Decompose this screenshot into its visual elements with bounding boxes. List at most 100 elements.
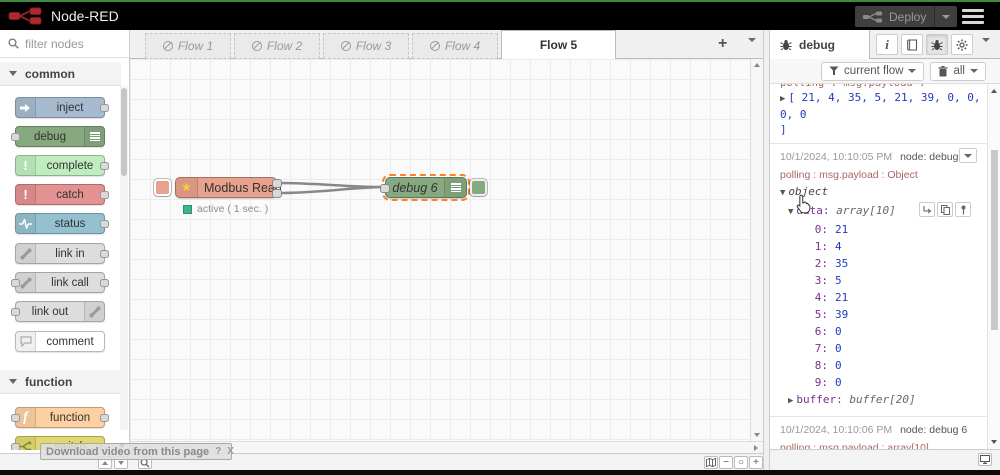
- wire[interactable]: [276, 185, 384, 195]
- array-item-row[interactable]: 5:39: [780, 306, 981, 323]
- input-port[interactable]: [11, 443, 20, 450]
- config-tab-button[interactable]: [951, 34, 973, 55]
- input-port[interactable]: [11, 279, 20, 287]
- debug-6-toggle-button[interactable]: [469, 178, 488, 197]
- chevron-down-icon: [964, 153, 972, 158]
- palette-node-debug[interactable]: debug: [11, 126, 105, 147]
- tab-flow-3[interactable]: Flow 3: [323, 33, 409, 59]
- overlay-help-button[interactable]: ?: [215, 446, 222, 457]
- scrollbar-thumb[interactable]: [121, 88, 127, 176]
- item-value: 35: [835, 257, 849, 270]
- debug-scrollbar[interactable]: [987, 84, 1000, 449]
- array-item-row[interactable]: 6:0: [780, 323, 981, 340]
- array-item-row[interactable]: 9:0: [780, 374, 981, 391]
- palette-node-status[interactable]: status: [15, 213, 109, 234]
- tab-flow-4[interactable]: Flow 4: [412, 33, 498, 59]
- palette-category-common[interactable]: common: [0, 62, 121, 86]
- scroll-up-arrow[interactable]: [754, 63, 760, 67]
- input-port[interactable]: [11, 133, 20, 141]
- item-value: 21: [835, 223, 849, 236]
- palette-node-catch[interactable]: ! catch: [15, 184, 109, 205]
- copy-path-button[interactable]: [919, 202, 935, 217]
- debug-message[interactable]: polling : msg.payload : array[10] ▶[ 21,…: [770, 84, 987, 144]
- main-menu-button[interactable]: [962, 9, 984, 24]
- array-item-row[interactable]: 2:35: [780, 255, 981, 272]
- input-port[interactable]: [11, 414, 20, 422]
- expand-caret[interactable]: ▶: [780, 94, 786, 104]
- palette-filter-input[interactable]: [25, 36, 115, 51]
- palette-node-function[interactable]: f function: [11, 407, 109, 428]
- palette-node-comment[interactable]: comment: [15, 331, 105, 352]
- canvas-vertical-scrollbar[interactable]: [750, 59, 763, 441]
- flow-canvas[interactable]: * Modbus Read active ( 1 sec. ) debug 6: [130, 59, 763, 441]
- output-port[interactable]: [100, 104, 109, 112]
- array-item-row[interactable]: 4:21: [780, 289, 981, 306]
- array-item-row[interactable]: 0:21: [780, 221, 981, 238]
- scroll-right-arrow[interactable]: [754, 444, 758, 451]
- scroll-up-arrow[interactable]: [991, 89, 997, 93]
- debug-6-node[interactable]: debug 6: [380, 174, 470, 201]
- modbus-node-button[interactable]: [153, 178, 172, 197]
- deploy-options-button[interactable]: [934, 6, 957, 27]
- debug-tab-button[interactable]: [926, 34, 948, 55]
- scroll-down-arrow[interactable]: [991, 440, 997, 444]
- array-item-row[interactable]: 3:5: [780, 272, 981, 289]
- debug-clear-button[interactable]: all: [930, 61, 986, 81]
- wire[interactable]: [276, 181, 384, 189]
- sidebar-tab-debug[interactable]: debug: [770, 30, 870, 59]
- zoom-in-button[interactable]: +: [749, 456, 763, 469]
- info-tab-button[interactable]: i: [876, 34, 898, 55]
- palette-node-link-in[interactable]: link in: [15, 243, 109, 264]
- canvas-horizontal-scrollbar[interactable]: [130, 441, 763, 453]
- output-port[interactable]: [100, 279, 109, 287]
- copy-value-button[interactable]: [937, 202, 953, 217]
- output-port-1[interactable]: [272, 179, 282, 188]
- array-item-row[interactable]: 7:0: [780, 340, 981, 357]
- tab-flow-1[interactable]: Flow 1: [145, 33, 231, 59]
- tab-flow-2[interactable]: Flow 2: [234, 33, 320, 59]
- output-port[interactable]: [100, 220, 109, 228]
- scroll-down-arrow[interactable]: [754, 433, 760, 437]
- palette-scrollbar[interactable]: [120, 86, 128, 430]
- collapse-caret[interactable]: ▼: [788, 207, 794, 217]
- modbus-read-node[interactable]: * Modbus Read: [175, 177, 282, 201]
- array-item-row[interactable]: 8:0: [780, 357, 981, 374]
- zoom-reset-button[interactable]: ○: [734, 456, 748, 469]
- overlay-close-button[interactable]: X: [227, 446, 234, 457]
- collapse-caret[interactable]: ▼: [780, 188, 786, 198]
- tree-row-buffer[interactable]: ▶buffer: buffer[20]: [780, 391, 981, 410]
- palette-node-complete[interactable]: ! complete: [15, 155, 109, 176]
- zoom-out-button[interactable]: −: [719, 456, 733, 469]
- output-port[interactable]: [100, 162, 109, 170]
- tab-flow-5[interactable]: Flow 5: [501, 30, 616, 59]
- filter-funnel-icon: [829, 66, 839, 75]
- input-port[interactable]: [11, 308, 20, 316]
- debug-message[interactable]: 10/1/2024, 10:10:06 PM node: debug 6 pol…: [770, 417, 987, 449]
- palette-category-function[interactable]: function: [0, 370, 121, 394]
- palette-node-link-call[interactable]: link call: [11, 272, 109, 293]
- output-port-2[interactable]: [272, 189, 282, 198]
- pin-button[interactable]: [955, 202, 971, 217]
- palette-node-inject[interactable]: inject: [15, 97, 109, 118]
- debug-filter-button[interactable]: current flow: [821, 61, 925, 81]
- open-debug-window-button[interactable]: [978, 453, 992, 466]
- help-tab-button[interactable]: [901, 34, 923, 55]
- input-port[interactable]: [380, 184, 390, 193]
- output-port[interactable]: [100, 414, 109, 422]
- flow-list-button[interactable]: [748, 38, 756, 56]
- sidebar-splitter[interactable]: [763, 30, 770, 470]
- debug-message[interactable]: 10/1/2024, 10:10:05 PM node: debug 6 pol…: [770, 144, 987, 417]
- palette-node-link-out[interactable]: link out: [11, 301, 105, 322]
- palette-search[interactable]: [0, 30, 129, 58]
- deploy-button[interactable]: Deploy: [855, 6, 958, 27]
- expand-caret[interactable]: ▶: [788, 396, 794, 406]
- add-flow-button[interactable]: +: [718, 35, 728, 52]
- array-item-row[interactable]: 1:4: [780, 238, 981, 255]
- scrollbar-thumb[interactable]: [991, 150, 998, 330]
- sidebar-options-button[interactable]: [982, 38, 990, 56]
- message-menu-button[interactable]: [959, 148, 977, 163]
- toggle-navigator-button[interactable]: [704, 456, 718, 469]
- output-port[interactable]: [100, 191, 109, 199]
- wires[interactable]: [130, 59, 763, 441]
- output-port[interactable]: [100, 250, 109, 258]
